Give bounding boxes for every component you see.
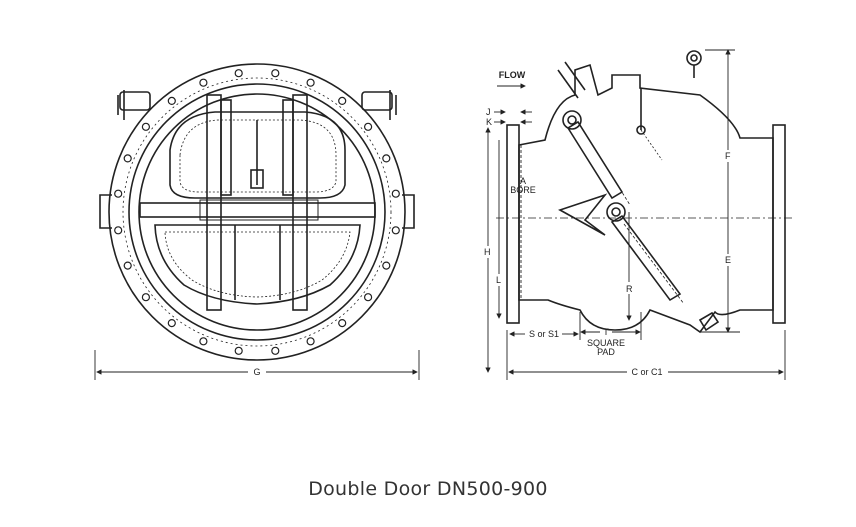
bolt-hole bbox=[114, 189, 123, 198]
bolt-hole bbox=[123, 154, 132, 163]
bolt-hole bbox=[234, 69, 243, 78]
label-t: T bbox=[603, 327, 609, 337]
bolt-hole bbox=[141, 122, 150, 131]
lower-hinge bbox=[606, 202, 626, 222]
bolt-hole bbox=[167, 96, 176, 106]
inlet-flange bbox=[506, 124, 520, 324]
front-view bbox=[99, 63, 415, 361]
bolt-hole bbox=[123, 261, 132, 270]
upper-hinge bbox=[562, 110, 582, 130]
hinge-bar bbox=[139, 202, 376, 218]
upper-door bbox=[169, 111, 346, 199]
label-c-or-c1: C or C1 bbox=[631, 367, 662, 377]
figure-caption: Double Door DN500-900 bbox=[308, 478, 548, 500]
label-h: H bbox=[484, 247, 491, 257]
bolt-hole bbox=[306, 337, 315, 346]
bolt-hole bbox=[271, 346, 280, 355]
side-lug-left bbox=[99, 90, 125, 229]
side-dimensions bbox=[485, 49, 786, 380]
valve-drawing: G bbox=[94, 49, 795, 380]
label-g: G bbox=[253, 367, 260, 377]
label-flow: FLOW bbox=[499, 70, 526, 80]
label-bore: BORE bbox=[510, 185, 536, 195]
bolt-hole bbox=[364, 122, 373, 131]
lower-door-side bbox=[610, 214, 682, 302]
body-ring bbox=[128, 83, 386, 341]
outlet-flange bbox=[772, 124, 786, 324]
bolt-hole bbox=[167, 319, 176, 328]
bolt-hole bbox=[382, 261, 391, 270]
label-r: R bbox=[626, 284, 633, 294]
label-e: E bbox=[725, 255, 731, 265]
bolt-hole bbox=[199, 337, 208, 346]
label-k: K bbox=[486, 117, 492, 127]
bolt-hole bbox=[364, 293, 373, 302]
side-lug-right bbox=[389, 90, 415, 229]
bolt-hole bbox=[306, 78, 315, 87]
bolt-hole bbox=[338, 319, 347, 328]
label-l: L bbox=[496, 275, 501, 285]
label-square: SQUARE bbox=[587, 338, 625, 348]
bolt-holes bbox=[114, 69, 400, 355]
bolt-hole bbox=[391, 226, 400, 235]
outer-flange bbox=[108, 63, 406, 361]
bolt-hole bbox=[234, 346, 243, 355]
label-s-or-s1: S or S1 bbox=[529, 329, 559, 339]
bolt-circle bbox=[122, 77, 392, 347]
valve-body bbox=[518, 63, 774, 334]
dimension-g bbox=[94, 350, 420, 380]
bolt-hole bbox=[199, 78, 208, 87]
bolt-hole bbox=[391, 189, 400, 198]
upper-door-side bbox=[566, 120, 624, 200]
lower-door bbox=[154, 224, 361, 305]
bolt-hole bbox=[141, 293, 150, 302]
label-pad: PAD bbox=[597, 347, 615, 357]
bolt-hole bbox=[382, 154, 391, 163]
label-j: J bbox=[486, 107, 491, 117]
label-f: F bbox=[725, 151, 731, 161]
bolt-hole bbox=[271, 69, 280, 78]
bolt-hole bbox=[114, 226, 123, 235]
bolt-hole bbox=[338, 96, 347, 106]
label-a: A bbox=[520, 176, 526, 186]
side-view bbox=[506, 50, 786, 334]
